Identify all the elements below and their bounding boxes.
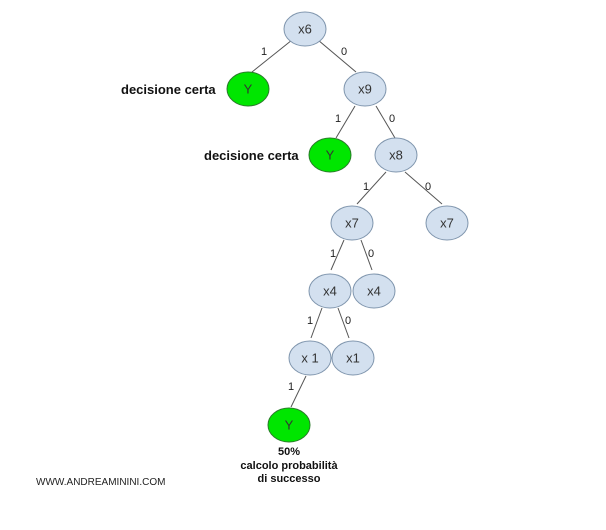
node-x4-b-shape	[352, 273, 396, 309]
node-x8: x8	[374, 137, 418, 173]
node-leaf-2-shape	[308, 137, 352, 173]
node-x7-b-shape	[425, 205, 469, 241]
edge-labels: 1 0 1 0 1 0 1 0 1 0 1	[261, 46, 431, 393]
node-x4-a-shape	[308, 273, 352, 309]
node-x1-a-label: x 1	[301, 351, 318, 366]
edge-label-x9-leaf2: 1	[335, 113, 341, 125]
node-leaf-3: Y	[267, 407, 311, 443]
site-watermark: WWW.ANDREAMININI.COM	[36, 477, 165, 488]
edge-label-x7a-x4b: 0	[368, 248, 374, 260]
node-x4-a-label: x4	[323, 284, 337, 299]
edge-x7a-x4a	[330, 239, 345, 271]
edge-label-x4a-x1b: 0	[345, 315, 351, 327]
probability-note: 50% calcolo probabilità di successo	[240, 446, 338, 485]
edge-x8-x7a	[356, 171, 387, 205]
edge-label-x8-x7a: 1	[363, 181, 369, 193]
edge-x4a-x1a	[310, 307, 323, 339]
note-line-1: 50%	[278, 446, 300, 458]
node-x7-a: x7	[330, 205, 374, 241]
decision-label-2: decisione certa	[204, 148, 299, 163]
edge-x7a-x4b	[360, 239, 373, 271]
node-x1-a: x 1	[288, 340, 332, 376]
node-x9-label: x9	[358, 82, 372, 97]
node-x7-a-label: x7	[345, 216, 359, 231]
edge-label-x4a-x1a: 1	[307, 315, 313, 327]
edge-root-leaf1	[251, 39, 293, 73]
node-x1-b-shape	[331, 340, 375, 376]
node-x8-label: x8	[389, 148, 403, 163]
node-x7-a-shape	[330, 205, 374, 241]
node-leaf-3-label: Y	[285, 418, 294, 433]
edge-label-x8-x7b: 0	[425, 181, 431, 193]
node-root-shape	[283, 11, 327, 47]
node-x4-a: x4	[308, 273, 352, 309]
node-leaf-3-shape	[267, 407, 311, 443]
node-x8-shape	[374, 137, 418, 173]
edge-x4a-x1b	[337, 307, 350, 339]
node-x1-b-label: x1	[346, 351, 360, 366]
edge-x1a-leaf3	[290, 375, 307, 408]
edge-x9-leaf2	[335, 105, 356, 139]
node-x4-b-label: x4	[367, 284, 381, 299]
node-x1-a-shape	[288, 340, 332, 376]
edge-root-x9	[317, 39, 357, 73]
note-line-2: calcolo probabilità	[240, 460, 338, 472]
node-x7-b-label: x7	[440, 216, 454, 231]
edge-x9-x8	[375, 105, 396, 139]
nodes: x6 Y x9 Y x8 x7 x7 x4	[226, 11, 469, 443]
node-leaf-1-label: Y	[244, 82, 253, 97]
node-x9-shape	[343, 71, 387, 107]
node-x9: x9	[343, 71, 387, 107]
node-root-label: x6	[298, 22, 312, 37]
node-root: x6	[283, 11, 327, 47]
edge-label-x9-x8: 0	[389, 113, 395, 125]
edge-label-root-leaf1: 1	[261, 46, 267, 58]
node-leaf-2-label: Y	[326, 148, 335, 163]
decision-label-1: decisione certa	[121, 82, 216, 97]
edge-x8-x7b	[404, 171, 443, 205]
node-x1-b: x1	[331, 340, 375, 376]
note-line-3: di successo	[258, 473, 321, 485]
node-x4-b: x4	[352, 273, 396, 309]
edges	[251, 39, 443, 408]
edge-label-x1a-leaf3: 1	[288, 381, 294, 393]
edge-label-root-x9: 0	[341, 46, 347, 58]
node-leaf-1-shape	[226, 71, 270, 107]
node-x7-b: x7	[425, 205, 469, 241]
edge-label-x7a-x4a: 1	[330, 248, 336, 260]
node-leaf-1: Y	[226, 71, 270, 107]
node-leaf-2: Y	[308, 137, 352, 173]
